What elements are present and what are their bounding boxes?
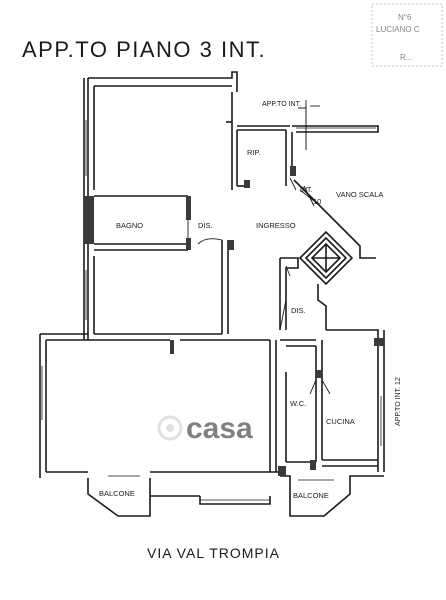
street-name: VIA VAL TROMPIA	[147, 545, 280, 561]
windows	[41, 120, 382, 501]
label-dis-2: DIS.	[291, 306, 306, 315]
plan-title: APP.TO PIANO 3 INT.	[22, 37, 266, 62]
label-vano-scala: VANO SCALA	[336, 190, 383, 199]
doors	[187, 100, 331, 395]
label-ingresso: INGRESSO	[256, 221, 296, 230]
stamp: N°6 LUCIANO C R...	[371, 3, 443, 67]
label-int: INT.	[300, 187, 313, 194]
label-rip: RIP.	[247, 148, 261, 157]
walls	[39, 71, 385, 517]
label-bagno: BAGNO	[116, 221, 143, 230]
stamp-line-1: N°6	[398, 13, 412, 22]
label-balcone-left: BALCONE	[99, 489, 135, 498]
label-balcone-right: BALCONE	[293, 491, 329, 500]
label-int-number: 10	[313, 197, 321, 206]
label-dis-1: DIS.	[198, 221, 213, 230]
wall-fills	[84, 166, 384, 476]
stamp-line-2: LUCIANO C	[376, 25, 420, 34]
stamp-line-3: R...	[400, 53, 412, 62]
label-cucina: CUCINA	[326, 417, 355, 426]
label-app-to-int-top: APP.TO INT.	[262, 101, 301, 108]
room-labels: APP.TO INT. RIP. INT. 10 VANO SCALA BAGN…	[99, 101, 402, 500]
label-wc: W.C.	[290, 399, 306, 408]
label-app-to-int-12: APP.TO INT. 12	[395, 377, 402, 426]
watermark: casa	[157, 412, 253, 445]
watermark-text: casa	[186, 412, 253, 445]
